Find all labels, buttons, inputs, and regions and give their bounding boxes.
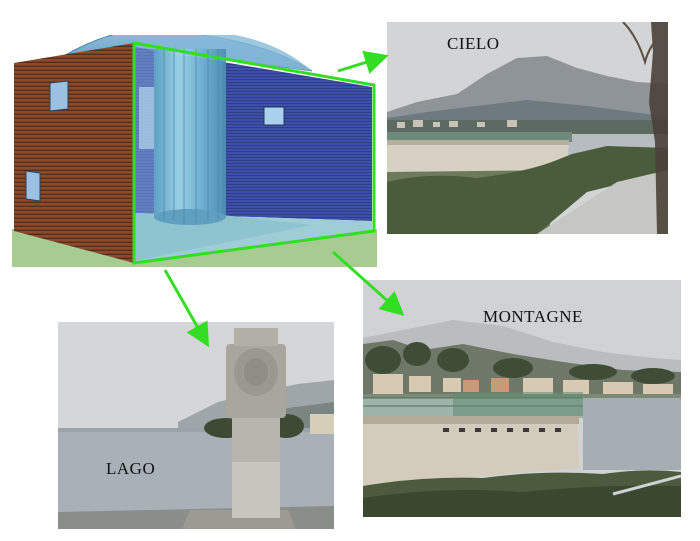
building-cutaway-model [12,35,377,267]
montagne-label: MONTAGNE [483,307,583,326]
photo-lake [58,322,334,529]
lago-label: LAGO [106,459,156,478]
photo-mountains [363,280,681,517]
cielo-label: CIELO [447,34,500,53]
photo-sky [387,22,668,234]
